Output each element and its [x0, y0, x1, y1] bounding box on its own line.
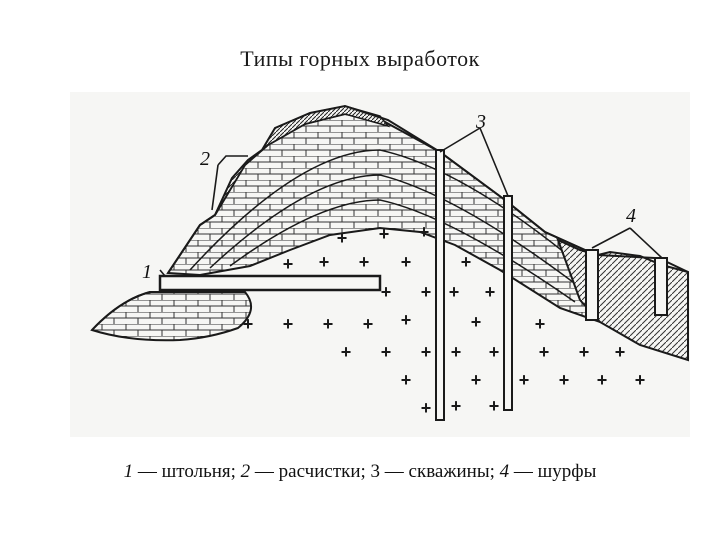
caption-text-4: — шурфы [509, 461, 596, 482]
plus-sign: + [363, 314, 374, 334]
plus-sign: + [539, 342, 550, 362]
plus-sign: + [337, 228, 348, 248]
plus-sign: + [615, 342, 626, 362]
plus-sign: + [461, 252, 472, 272]
plus-sign: + [489, 342, 500, 362]
plus-sign: + [379, 224, 390, 244]
diagram-title: Типы горных выработок [0, 46, 720, 72]
caption-text-2: — расчистки; 3 — скважины; [250, 461, 499, 482]
plus-sign: + [559, 370, 570, 390]
shurf-1 [586, 250, 598, 320]
plus-sign: + [359, 252, 370, 272]
left-outcrop [92, 292, 251, 340]
geologic-cross-section: ++++++++++++++++++++++++++++++++++++ 1 2… [70, 92, 690, 437]
cross-section-svg: ++++++++++++++++++++++++++++++++++++ 1 2… [70, 92, 690, 437]
plus-sign: + [283, 254, 294, 274]
plus-sign: + [341, 342, 352, 362]
plus-sign: + [635, 370, 646, 390]
plus-sign: + [485, 282, 496, 302]
plus-sign: + [489, 396, 500, 416]
plus-sign: + [381, 282, 392, 302]
plus-sign: + [597, 370, 608, 390]
plus-sign: + [451, 342, 462, 362]
plus-sign: + [401, 252, 412, 272]
plus-sign: + [449, 282, 460, 302]
caption-num-4: 4 [500, 461, 510, 482]
plus-sign: + [243, 314, 254, 334]
caption-num-1: 1 [124, 461, 134, 482]
plus-sign: + [421, 342, 432, 362]
plus-sign: + [519, 370, 530, 390]
plus-sign: + [471, 312, 482, 332]
plus-sign: + [319, 252, 330, 272]
plus-sign: + [471, 370, 482, 390]
plus-sign: + [535, 314, 546, 334]
plus-sign: + [283, 314, 294, 334]
label-shurfs: 4 [626, 205, 636, 227]
plus-sign: + [323, 314, 334, 334]
borehole-2 [504, 196, 512, 410]
caption-num-2: 2 [241, 461, 251, 482]
adit-tunnel [160, 276, 380, 290]
plus-sign: + [419, 222, 430, 242]
shurf-2 [655, 258, 667, 315]
plus-sign: + [421, 398, 432, 418]
plus-sign: + [451, 396, 462, 416]
label-adit: 1 [142, 261, 152, 283]
plus-sign: + [401, 310, 412, 330]
figure-caption: 1 — штольня; 2 — расчистки; 3 — скважины… [0, 461, 720, 483]
label-boreholes: 3 [475, 111, 486, 133]
plus-sign: + [381, 342, 392, 362]
plus-sign: + [401, 370, 412, 390]
borehole-1 [436, 150, 444, 420]
caption-text-1: — штольня; [133, 461, 241, 482]
plus-sign: + [579, 342, 590, 362]
plus-sign: + [421, 282, 432, 302]
label-stripping: 2 [200, 148, 210, 170]
